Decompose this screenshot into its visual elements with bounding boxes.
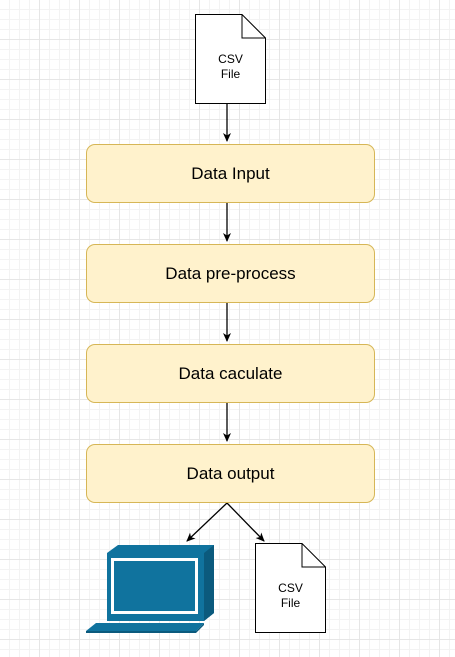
step-label: Data pre-process (165, 263, 296, 283)
connector-output-to-file (226, 502, 265, 542)
step-label: Data output (186, 463, 275, 483)
document-icon (195, 14, 266, 104)
step-label: Data Input (191, 163, 270, 183)
step-data-output[interactable]: Data output (86, 444, 375, 503)
step-data-input[interactable]: Data Input (86, 144, 375, 203)
document-icon (255, 543, 326, 633)
input-csv-document[interactable]: CSV File (195, 14, 266, 104)
computer-icon (86, 545, 214, 633)
connector-output-to-computer (186, 502, 228, 542)
input-csv-label: CSV File (218, 52, 243, 81)
output-csv-document[interactable]: CSV File (255, 543, 326, 633)
step-data-calculate[interactable]: Data caculate (86, 344, 375, 403)
step-data-pre-process[interactable]: Data pre-process (86, 244, 375, 303)
output-csv-label: CSV File (278, 581, 303, 610)
output-computer[interactable] (86, 543, 216, 633)
step-label: Data caculate (178, 363, 283, 383)
